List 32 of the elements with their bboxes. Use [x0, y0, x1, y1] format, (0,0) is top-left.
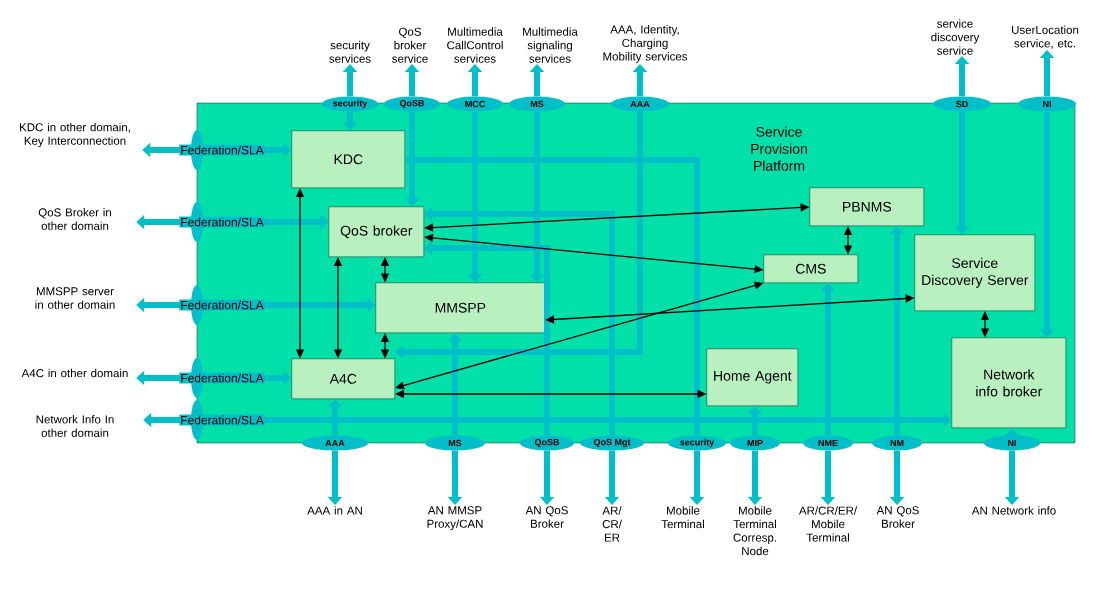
external-label: Multimedia CallControl services — [447, 27, 503, 63]
external-label: service discovery service — [931, 19, 980, 55]
double-arrow — [143, 412, 952, 428]
external-label: Mobile Terminal Corresp. Node — [733, 506, 776, 556]
external-label: AN QoS Broker — [876, 506, 919, 528]
arrow — [395, 111, 643, 360]
external-label: AN QoS Broker — [525, 506, 568, 528]
external-label: AN MMSP Proxy/CAN — [427, 506, 483, 531]
external-label: security services — [329, 40, 371, 63]
component-box: A4C — [291, 358, 395, 399]
external-label: QoS broker service — [392, 27, 428, 63]
component-box: Service Discovery Server — [914, 234, 1035, 311]
external-label: AR/ CR/ ER — [602, 506, 622, 542]
component-box: Network info broker — [951, 337, 1066, 428]
external-label: AAA, Identity, Charging Mobility services — [603, 25, 688, 63]
external-label: Multimedia signaling services — [523, 27, 578, 63]
external-label: AAA in AN — [307, 506, 362, 515]
external-label: A4C in other domain — [21, 368, 128, 378]
component-box: PBNMS — [809, 187, 924, 226]
external-label: UserLocation service, etc. — [1012, 25, 1079, 49]
component-box: CMS — [763, 254, 858, 283]
component-box: MMSPP — [375, 282, 545, 333]
component-box: KDC — [291, 130, 405, 188]
external-label: AR/CR/ER/ Mobile Terminal — [798, 506, 858, 542]
external-label: Mobile Terminal — [661, 506, 704, 529]
component-box: QoS broker — [328, 206, 424, 257]
external-label: KDC in other domain, Key Interconnection — [20, 122, 130, 148]
external-label: Network Info In other domain — [36, 415, 114, 437]
external-label: QoS Broker in other domain — [38, 208, 111, 230]
external-label: AN Network info — [971, 506, 1056, 515]
component-box: Home Agent — [706, 348, 798, 406]
external-label: MMSPP server in other domain — [35, 287, 115, 309]
